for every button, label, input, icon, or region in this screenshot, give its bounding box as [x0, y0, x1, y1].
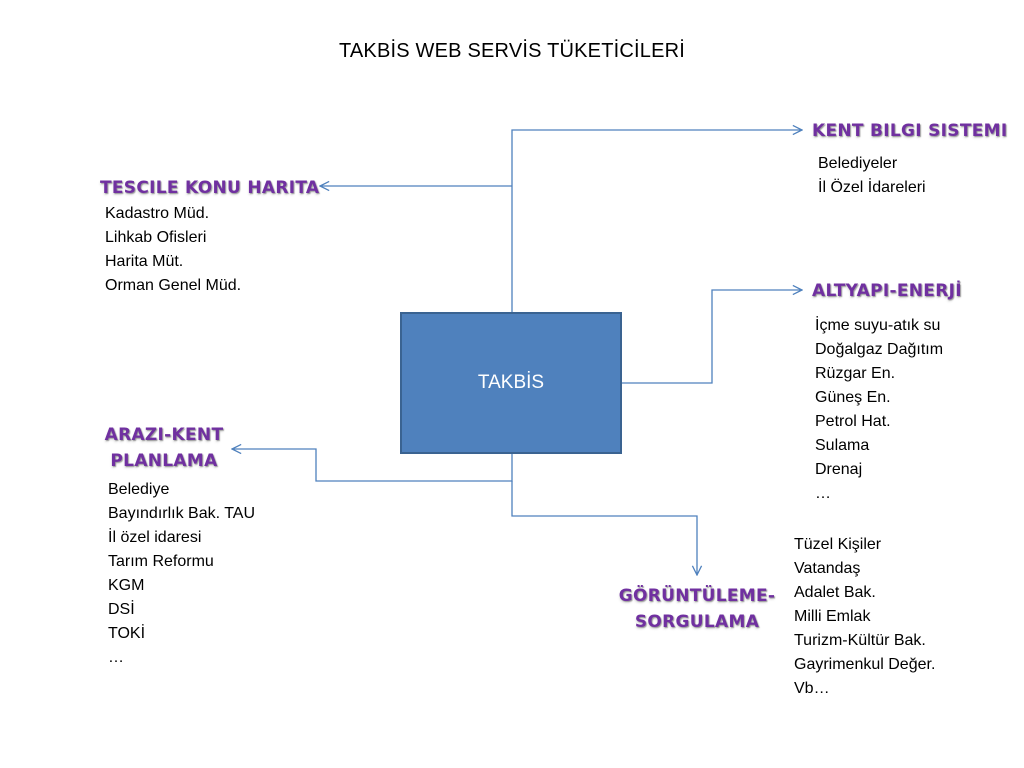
heading-line: PLANLAMA: [110, 451, 218, 471]
list-item: İl özel idaresi: [108, 529, 202, 546]
page-title: TAKBİS WEB SERVİS TÜKETİCİLERİ: [338, 40, 686, 62]
list-goruntuleme-sorgulama: Tüzel Kişiler Vatandaş Adalet Bak. Milli…: [794, 533, 935, 701]
list-item: Bayındırlık Bak. TAU: [108, 505, 256, 522]
list-item: Harita Müt.: [105, 253, 184, 270]
list-item: Kadastro Müd.: [105, 205, 210, 222]
list-item: İl Özel İdareleri: [818, 179, 926, 196]
heading-goruntuleme-sorgulama: GÖRÜNTÜLEME- SORGULAMA: [612, 583, 782, 635]
list-item: Drenaj: [815, 461, 863, 478]
center-label: TAKBİS: [477, 372, 545, 393]
list-item: KGM: [108, 577, 145, 594]
list-item: TOKİ: [108, 625, 146, 642]
list-item: Lihkab Ofisleri: [105, 229, 207, 246]
list-tescile-konu-harita: Kadastro Müd. Lihkab Ofisleri Harita Müt…: [105, 202, 241, 298]
list-item: Sulama: [815, 437, 870, 454]
heading-line: SORGULAMA: [634, 612, 760, 632]
connector-altyapi: [622, 290, 802, 384]
list-item: …: [108, 649, 124, 666]
heading-tescile-konu-harita: TESCILE KONU HARITA: [100, 178, 320, 198]
list-item: DSİ: [108, 601, 135, 618]
list-item: Belediyeler: [818, 155, 898, 172]
list-item: Milli Emlak: [794, 608, 871, 625]
list-item: …: [815, 485, 831, 502]
list-item: Belediye: [108, 481, 170, 498]
list-altyapi-enerji: İçme suyu-atık su Doğalgaz Dağıtım Rüzga…: [815, 314, 943, 506]
heading-line: ARAZI-KENT: [104, 425, 224, 445]
list-item: Doğalgaz Dağıtım: [815, 341, 944, 358]
heading-line: GÖRÜNTÜLEME-: [618, 586, 776, 606]
takbis-center-box: TAKBİS: [400, 312, 622, 454]
connector-arazi: [232, 449, 513, 482]
list-item: İçme suyu-atık su: [815, 317, 941, 334]
connector-goruntuleme: [511, 481, 697, 575]
list-arazi-kent-planlama: Belediye Bayındırlık Bak. TAU İl özel id…: [108, 478, 255, 670]
heading-altyapi-enerji: ALTYAPI-ENERJİ: [812, 281, 962, 301]
list-item: Petrol Hat.: [815, 413, 891, 430]
connector-kent-bilgi: [511, 130, 802, 186]
list-item: Vb…: [794, 680, 830, 697]
list-item: Gayrimenkul Değer.: [794, 656, 936, 673]
list-item: Orman Genel Müd.: [105, 277, 242, 294]
list-item: Tüzel Kişiler: [794, 536, 882, 553]
list-item: Güneş En.: [815, 389, 891, 406]
list-kent-bilgi-sistemi: Belediyeler İl Özel İdareleri: [818, 152, 926, 200]
list-item: Turizm-Kültür Bak.: [794, 632, 926, 649]
list-item: Adalet Bak.: [794, 584, 876, 601]
list-item: Vatandaş: [794, 560, 861, 577]
heading-kent-bilgi-sistemi: KENT BILGI SISTEMI: [812, 121, 1008, 141]
list-item: Rüzgar En.: [815, 365, 896, 382]
heading-arazi-kent-planlama: ARAZI-KENT PLANLAMA: [96, 422, 232, 474]
list-item: Tarım Reformu: [108, 553, 214, 570]
